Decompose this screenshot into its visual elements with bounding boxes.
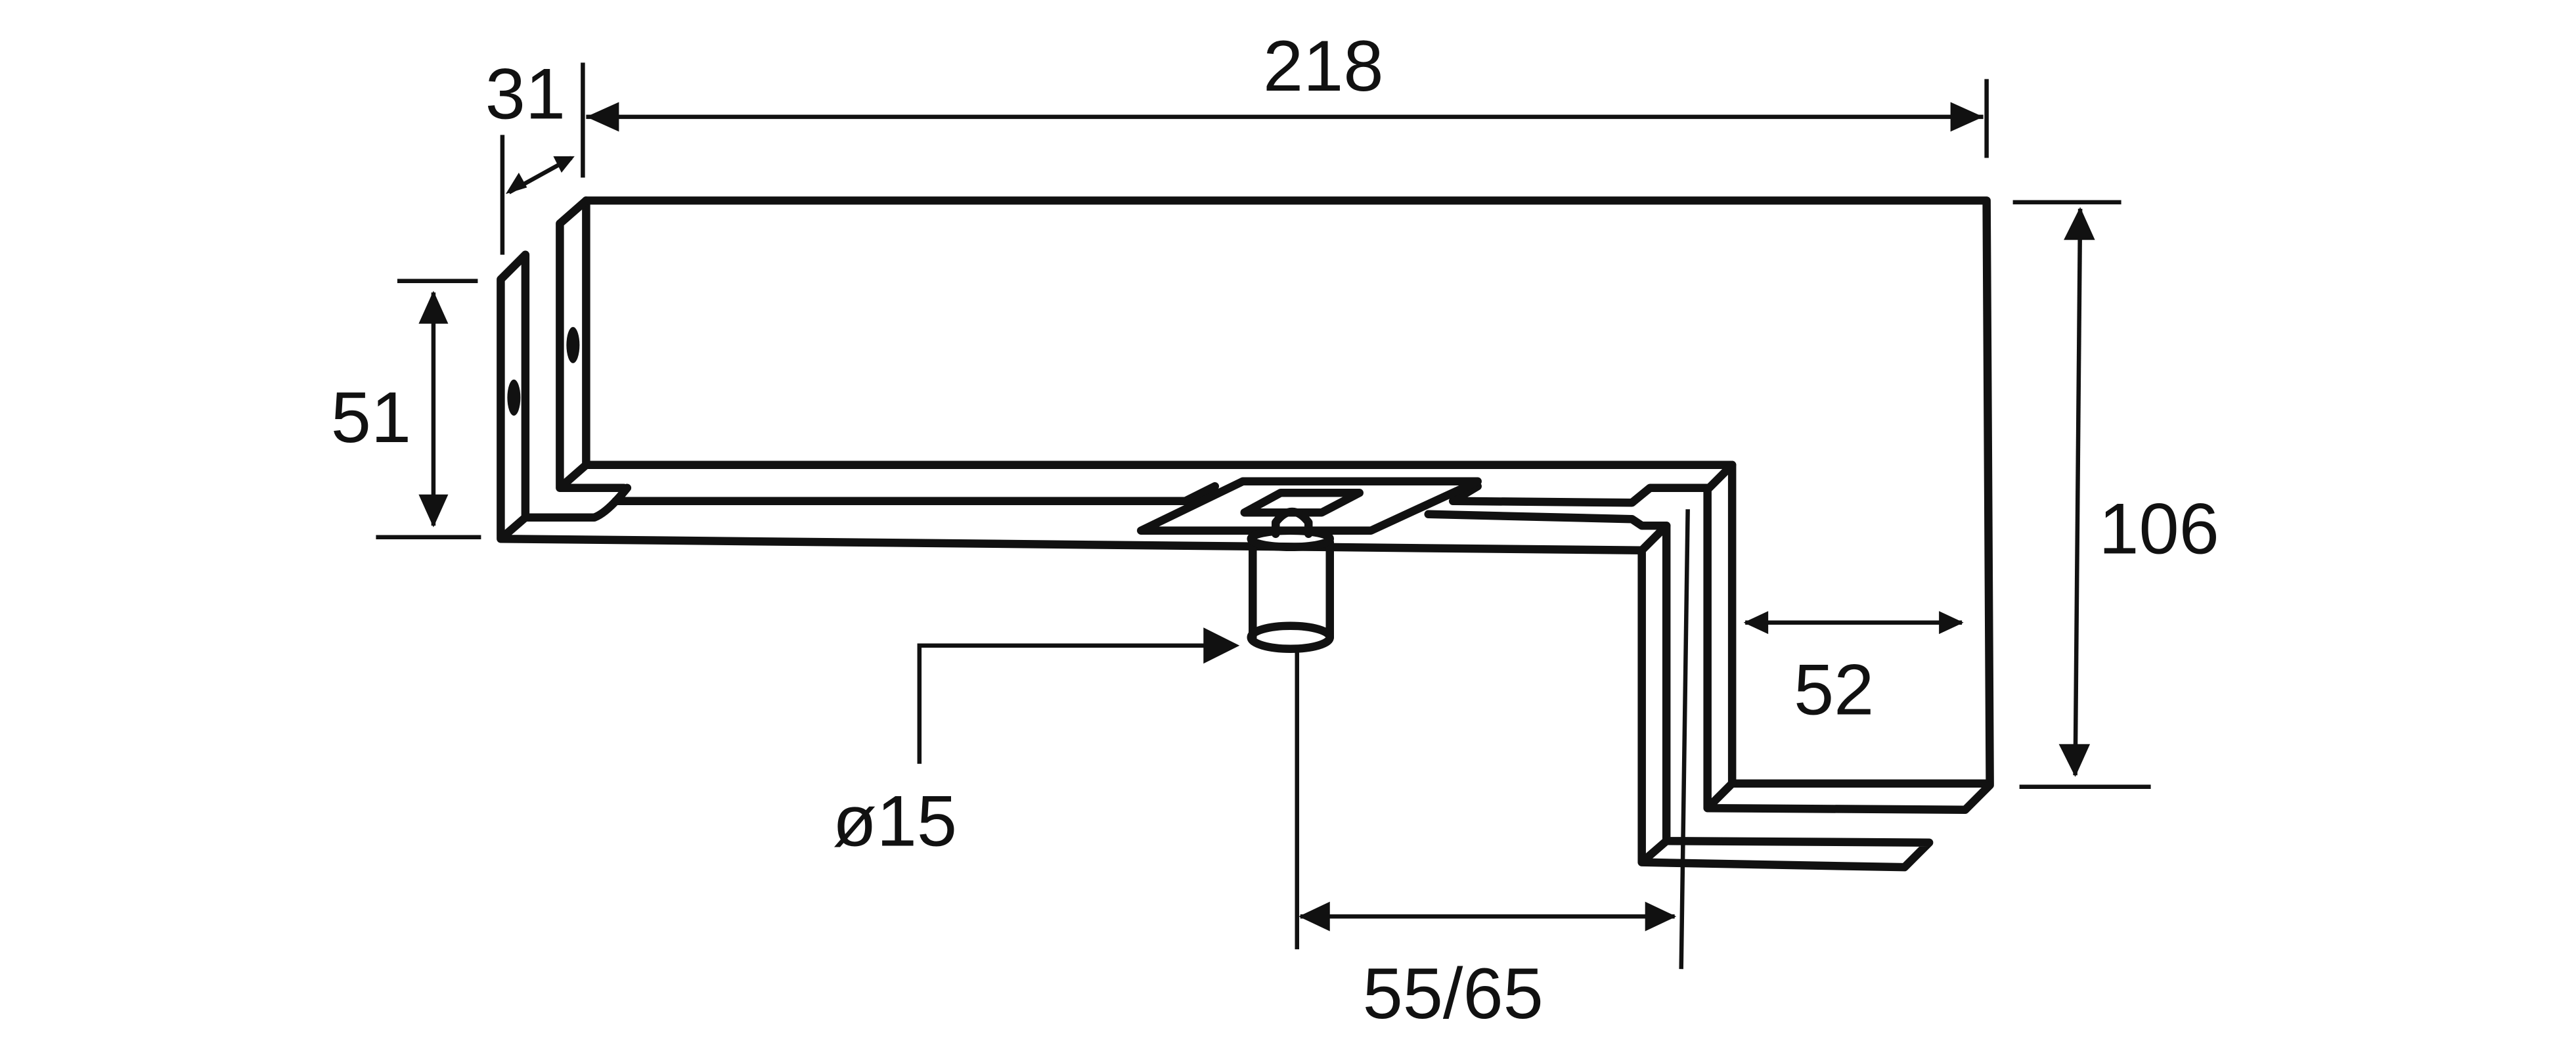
screw-lower xyxy=(507,379,521,416)
right-leg-upper xyxy=(1703,460,1994,814)
dim-218: 218 xyxy=(1263,26,1383,106)
dimension-labels: 218 31 51 106 52 ø15 55/65 xyxy=(331,26,2219,1034)
upper-plate-edge xyxy=(556,196,629,493)
fitting-body xyxy=(497,196,1994,872)
pivot-cylinder xyxy=(1249,537,1334,642)
dim-55-65: 55/65 xyxy=(1363,953,1543,1034)
dim-106: 106 xyxy=(2099,489,2219,570)
dim-51: 51 xyxy=(331,377,411,458)
dim-31: 31 xyxy=(485,53,566,134)
screw-upper xyxy=(566,326,580,363)
right-leg-lower xyxy=(1637,522,1934,872)
cylinder-top xyxy=(1247,526,1334,551)
pivot-stud xyxy=(1272,507,1313,538)
pivot-block xyxy=(1240,489,1364,517)
dimension-lines xyxy=(376,62,2151,970)
cylinder-bottom xyxy=(1247,621,1334,653)
dim-pivot-diameter: ø15 xyxy=(833,781,957,862)
dim-52: 52 xyxy=(1794,650,1874,730)
lower-plate xyxy=(497,250,1646,554)
lower-rail xyxy=(611,482,1712,530)
